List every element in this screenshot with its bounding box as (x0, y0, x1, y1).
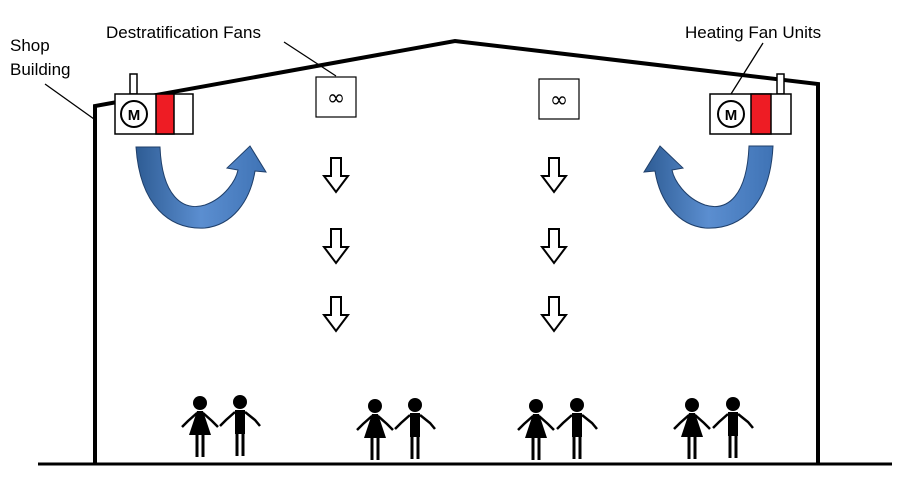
heating-fan-unit-right: M (709, 73, 792, 135)
destratification-fans-label: Destratification Fans (106, 23, 261, 42)
destratification-fans-leader-line (283, 41, 337, 77)
down-arrow-icon (541, 157, 567, 193)
woman-icon (516, 397, 556, 462)
fan-infinity-icon: ∞ (327, 86, 345, 111)
woman-icon (355, 397, 395, 462)
down-arrow-icon (323, 296, 349, 332)
motor-letter: M (725, 107, 738, 124)
down-arrow-icon (323, 228, 349, 264)
down-arrow-icon (541, 296, 567, 332)
building-outline (93, 38, 820, 464)
motor-icon (717, 100, 745, 128)
shop-building-label-line2: Building (10, 60, 71, 79)
down-arrow-icon (323, 157, 349, 193)
man-icon (711, 395, 755, 460)
people-pair-3 (516, 396, 599, 462)
heating-fan-units-leader-line (730, 42, 764, 95)
man-icon (555, 396, 599, 461)
destratification-fan-left: ∞ (315, 76, 357, 118)
people-pair-2 (355, 396, 437, 462)
shop-building-leader-line (44, 83, 95, 120)
woman-icon (180, 394, 220, 459)
recirculation-arrow-left (135, 145, 267, 229)
man-icon (218, 393, 262, 458)
woman-icon (672, 396, 712, 461)
man-icon (393, 396, 437, 461)
people-pair-4 (672, 395, 755, 461)
heating-fan-unit-left: M (114, 73, 194, 135)
recirculation-arrow-right (643, 145, 774, 229)
motor-icon (120, 100, 148, 128)
heater-element (750, 93, 772, 135)
fan-infinity-icon: ∞ (550, 88, 568, 113)
heating-fan-units-label: Heating Fan Units (685, 23, 821, 42)
people-pair-1 (180, 393, 262, 459)
motor-letter: M (128, 107, 141, 124)
shop-building-label-line1: Shop (10, 36, 50, 55)
destratification-fan-right: ∞ (538, 78, 580, 120)
down-arrow-icon (541, 228, 567, 264)
heater-element (155, 93, 175, 135)
